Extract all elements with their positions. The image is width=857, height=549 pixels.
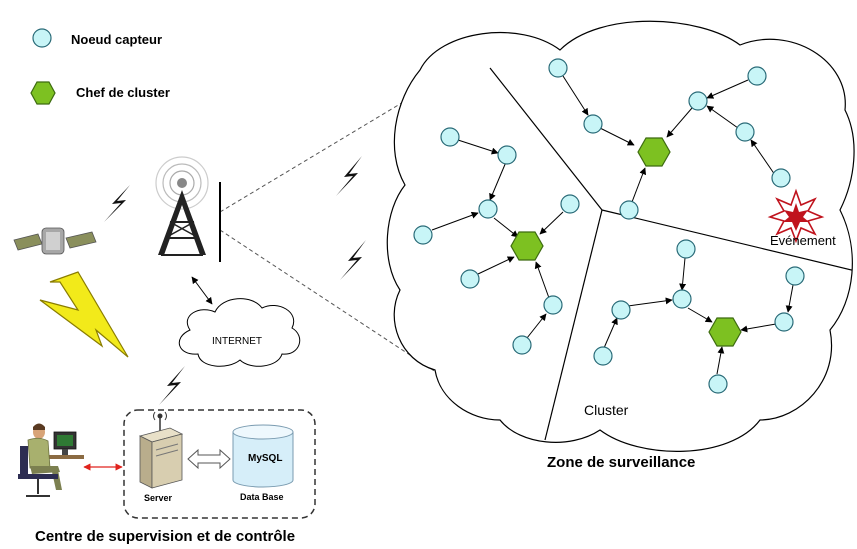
server-database-link-icon: [187, 448, 231, 470]
sensor-node: [774, 312, 794, 332]
legend-sensor-node-icon: [32, 28, 52, 48]
event-star-core: [783, 203, 809, 231]
sensor-node: [785, 266, 805, 286]
cluster-head: [637, 137, 671, 167]
database-brand-label: MySQL: [248, 453, 282, 464]
sensor-node: [560, 194, 580, 214]
cluster-label: Cluster: [584, 402, 629, 418]
legend: Noeud capteur Chef de cluster: [30, 28, 170, 105]
sensor-node: [735, 122, 755, 142]
sensor-node: [460, 269, 480, 289]
sensor-node: [478, 199, 498, 219]
operator-workstation-icon: [18, 423, 84, 497]
sensor-node: [512, 335, 532, 355]
sensor-node: [708, 374, 728, 394]
database-label: Data Base: [240, 492, 284, 502]
legend-sensor-node-label: Noeud capteur: [71, 32, 162, 47]
sensor-node: [440, 127, 460, 147]
internet-cloud-icon: INTERNET: [178, 298, 301, 367]
sensor-node: [676, 239, 696, 259]
wireless-link-icon: [104, 185, 130, 222]
sensor-node: [672, 289, 692, 309]
sensor-node: [771, 168, 791, 188]
relay-tower-icon: [155, 156, 221, 262]
wireless-link-icon: [340, 240, 366, 280]
sensor-node: [497, 145, 517, 165]
legend-cluster-head-icon: [30, 81, 56, 105]
wireless-link-icon: [336, 156, 362, 196]
projection-line-top: [219, 85, 431, 213]
sensor-node: [583, 114, 603, 134]
sensor-node: [611, 300, 631, 320]
cluster-divider-1: [489, 67, 603, 211]
lightning-icon: [39, 271, 129, 358]
internet-label: INTERNET: [212, 336, 262, 347]
monitoring-zone-title: Zone de surveillance: [547, 454, 695, 471]
sensor-node: [619, 200, 639, 220]
cluster-divider-2: [544, 209, 603, 441]
cluster-bottom-right: [593, 239, 805, 394]
legend-cluster-head-label: Chef de cluster: [76, 85, 170, 100]
server-icon: [138, 411, 184, 489]
cluster-left: [413, 127, 580, 355]
cluster-head: [708, 317, 742, 347]
wireless-link-icon: [159, 366, 185, 405]
cluster-head: [510, 231, 544, 261]
sensor-node: [593, 346, 613, 366]
control-center-title: Centre de supervision et de contrôle: [35, 528, 295, 545]
sensor-node: [747, 66, 767, 86]
server-label: Server: [144, 493, 173, 503]
cluster-top-right: [548, 58, 791, 220]
sensor-node: [543, 295, 563, 315]
sensor-node: [548, 58, 568, 78]
satellite-icon: [13, 227, 97, 255]
tower-internet-link: [191, 276, 213, 305]
sensor-node: [413, 225, 433, 245]
sensor-node: [688, 91, 708, 111]
cluster-divider-3: [601, 209, 855, 273]
event-label: Evénement: [770, 233, 836, 248]
database-icon: MySQL: [232, 424, 294, 488]
wireless-link-icons: [104, 156, 366, 405]
control-center-box: [123, 409, 316, 519]
